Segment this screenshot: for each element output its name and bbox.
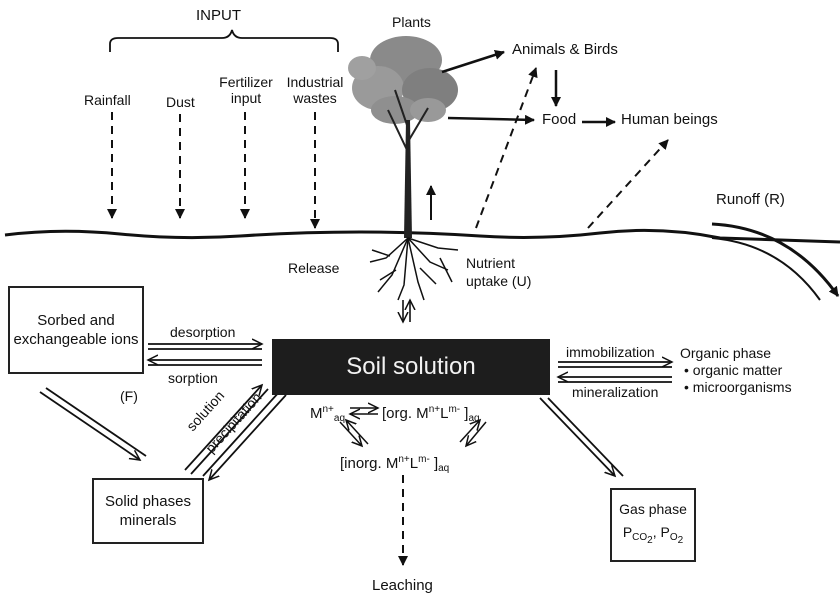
species-inorg-label: [inorg. M bbox=[340, 455, 398, 472]
species-inorganic-complex: [inorg. Mn+Lm- ]aq bbox=[340, 452, 449, 477]
nutrient-uptake-label: Nutrient uptake (U) bbox=[466, 254, 548, 290]
desorption-label: desorption bbox=[170, 324, 235, 340]
plant-tree-icon bbox=[348, 36, 458, 238]
immobilization-label: immobilization bbox=[566, 344, 655, 360]
input-fertilizer-label: Fertilizer input bbox=[217, 74, 275, 106]
species-org-label: [org. M bbox=[382, 405, 429, 422]
microorganisms-item: • microorganisms bbox=[684, 379, 792, 395]
species-organic-complex: [org. Mn+Lm- ]aq bbox=[382, 402, 480, 427]
food-label: Food bbox=[542, 112, 576, 128]
input-industrial-label: Industrial wastes bbox=[283, 74, 347, 106]
leaching-label: Leaching bbox=[372, 578, 433, 594]
plants-to-animals-arrow bbox=[442, 52, 504, 72]
input-rainfall-label: Rainfall bbox=[84, 92, 131, 108]
roots-icon bbox=[370, 238, 458, 300]
soil-solution-block: Soil solution bbox=[272, 339, 550, 395]
organic-matter-item: • organic matter bbox=[684, 362, 782, 378]
input-dust-label: Dust bbox=[166, 94, 195, 110]
sorbed-box-label: Sorbed and exchangeable ions bbox=[10, 311, 142, 349]
runoff-arrow bbox=[712, 224, 838, 296]
solid-phases-box: Solid phases minerals bbox=[92, 478, 204, 544]
plants-to-food-arrow bbox=[448, 118, 534, 120]
mineralization-label: mineralization bbox=[572, 384, 658, 400]
soil-to-human-dashed bbox=[588, 140, 668, 228]
sorption-label: sorption bbox=[168, 370, 218, 386]
ground-line bbox=[5, 230, 840, 242]
human-beings-label: Human beings bbox=[621, 112, 718, 128]
microorganisms-label: microorganisms bbox=[693, 379, 792, 395]
soil-to-animals-dashed bbox=[476, 68, 536, 228]
soil-solution-label: Soil solution bbox=[346, 353, 475, 381]
solid-box-label: Solid phases minerals bbox=[94, 492, 202, 530]
species-free-ion: Mn+aq bbox=[310, 402, 345, 427]
gas-species: PCO2, PO2 bbox=[612, 523, 694, 550]
plants-label: Plants bbox=[392, 14, 431, 30]
organic-matter-label: organic matter bbox=[693, 362, 782, 378]
input-title: INPUT bbox=[196, 8, 241, 24]
sorbed-exchangeable-box: Sorbed and exchangeable ions bbox=[8, 286, 144, 374]
gas-phase-title: Gas phase bbox=[612, 500, 694, 519]
runoff-label: Runoff (R) bbox=[716, 192, 785, 208]
animals-birds-label: Animals & Birds bbox=[512, 42, 618, 58]
species-m-label: M bbox=[310, 405, 323, 422]
gas-phase-box: Gas phase PCO2, PO2 bbox=[610, 488, 696, 562]
input-brace bbox=[110, 30, 338, 52]
organic-phase-title: Organic phase bbox=[680, 345, 771, 361]
f-label: (F) bbox=[120, 388, 138, 404]
release-label: Release bbox=[288, 260, 339, 276]
